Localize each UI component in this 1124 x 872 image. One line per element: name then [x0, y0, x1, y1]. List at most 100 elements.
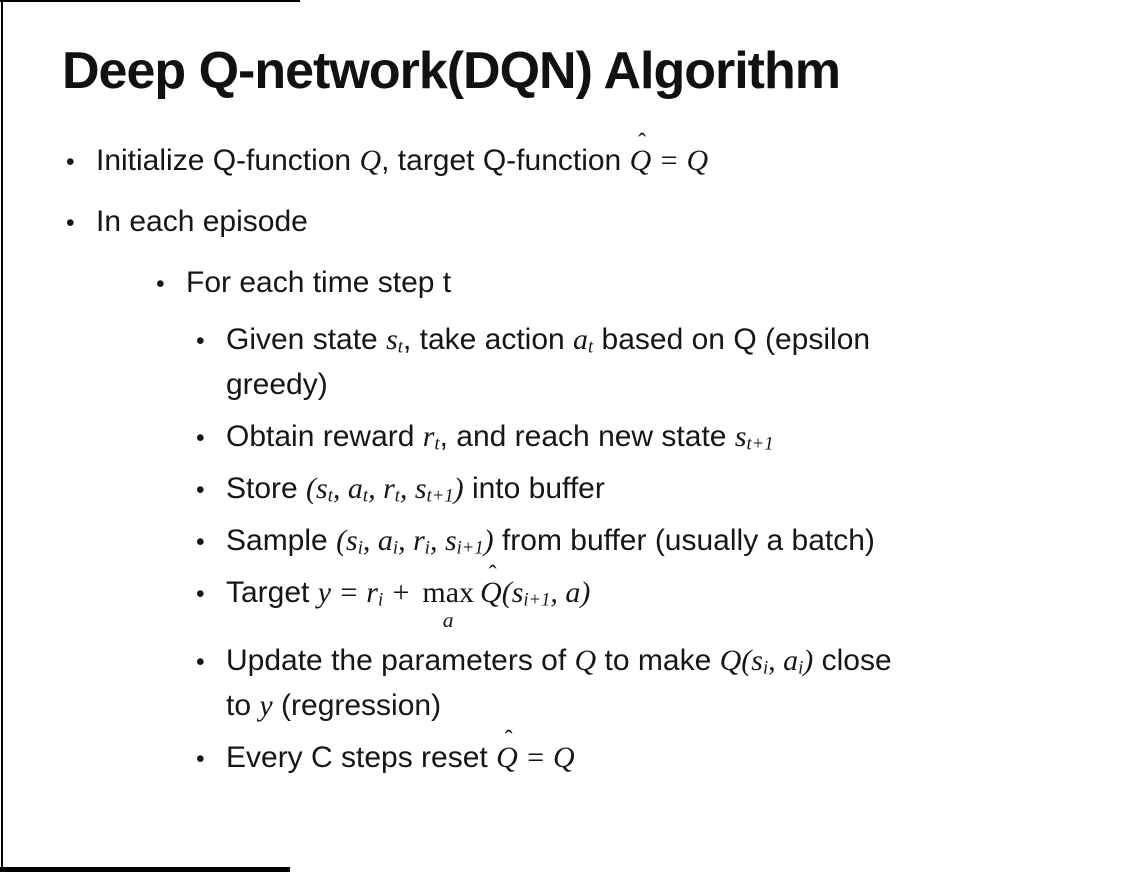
text-run: Store	[226, 472, 307, 506]
math-run: y = r	[317, 576, 378, 610]
text-run: to make	[596, 643, 720, 677]
math-run: , s	[399, 472, 427, 506]
math-run: s	[386, 323, 398, 357]
bullet-item: • Initialize Q-function Q, target Q-funct…	[0, 130, 1124, 183]
max-argument: a	[442, 607, 454, 632]
bullet-marker: •	[196, 529, 205, 557]
math-run: = Q	[651, 144, 709, 178]
bullet-content: Update the parameters of Q to make Q(si,…	[226, 638, 892, 728]
math-run: , s	[429, 524, 457, 558]
math-run: Q	[496, 740, 518, 774]
frame-left-edge	[1, 0, 3, 872]
math-run: (s	[501, 576, 524, 610]
frame-top-edge	[0, 0, 300, 2]
text-run: from buffer (usually a batch)	[493, 524, 875, 558]
text-run: (regression)	[272, 688, 442, 722]
hat-accent: ˆ	[488, 562, 497, 589]
math-subscript: t	[362, 485, 369, 507]
math-run: s	[734, 420, 747, 454]
bullet-marker: •	[196, 648, 205, 676]
bullet-marker: •	[196, 477, 205, 505]
math-run: Q(s	[719, 643, 763, 677]
text-run: into buffer	[463, 472, 605, 506]
math-run: )	[483, 524, 494, 558]
math-subscript: t	[588, 336, 594, 358]
math-subscript: i+1	[523, 589, 551, 611]
bullet-marker: •	[66, 149, 75, 177]
math-subscript: i	[798, 657, 804, 679]
math-run: , r	[368, 472, 395, 506]
math-run: , a)	[550, 576, 591, 610]
bullet-marker: •	[156, 271, 165, 299]
bullet-item: • For each time step t	[0, 260, 1124, 305]
math-subscript: i	[377, 589, 384, 611]
math-subscript: t	[394, 485, 400, 507]
text-run: , target Q-function	[381, 144, 630, 178]
math-run: = Q	[517, 740, 575, 774]
math-subscript: i	[762, 657, 769, 679]
text-run: Update the parameters of	[226, 643, 575, 677]
math-run: )	[453, 472, 464, 506]
text-run: Every C steps reset	[226, 740, 497, 774]
text-run: Given state	[226, 323, 387, 357]
bullet-list: •Initialize Q-function Q, target Q-funct…	[0, 130, 1124, 780]
bullet-item: •Given state st, take action at based on…	[0, 317, 1124, 407]
frame-bottom-edge	[0, 867, 290, 872]
max-label: max	[422, 576, 475, 610]
text-run: Initialize Q-function	[96, 144, 360, 178]
math-subscript: t	[434, 433, 440, 455]
math-run: , a	[768, 643, 799, 677]
math-subscript: i	[357, 537, 363, 559]
math-run: Q	[574, 643, 597, 677]
math-run: )	[803, 643, 814, 677]
bullet-item: • Obtain reward rt, and reach new state s…	[0, 414, 1124, 459]
math-subscript: t+1	[426, 485, 454, 507]
text-run: Sample	[226, 524, 337, 558]
math-subscript: i+1	[456, 537, 484, 559]
hat-accent: ˆ	[638, 130, 647, 157]
math-subscript: t+1	[746, 433, 774, 455]
math-run: a	[573, 323, 589, 357]
math-subscript: t	[397, 336, 403, 358]
text-run: greedy)	[226, 368, 328, 402]
bullet-marker: •	[196, 328, 205, 356]
hat-accent: ˆ	[504, 726, 513, 753]
bullet-content: Given state st, take action at based on …	[226, 317, 870, 407]
math-subscript: i	[424, 537, 430, 559]
bullet-item: • Sample (si, ai, ri, si+1) from buffer (…	[0, 518, 1124, 563]
text-run: In each episode	[96, 205, 308, 239]
bullet-marker: •	[196, 581, 205, 609]
math-run: (s	[336, 524, 358, 558]
bullet-content: Obtain reward rt, and reach new state st…	[226, 414, 774, 459]
bullet-content: Initialize Q-function Q, target Q-functi…	[96, 130, 709, 183]
math-run: Q	[629, 144, 652, 178]
math-run: r	[422, 420, 435, 454]
math-subscript: t	[327, 485, 333, 507]
bullet-marker: •	[196, 425, 205, 453]
text-run: For each time step t	[186, 266, 452, 300]
text-run: close	[813, 643, 892, 677]
text-run: based on Q (epsilon	[593, 323, 871, 357]
bullet-item: • In each episode	[0, 199, 1124, 244]
bullet-content: In each episode	[96, 199, 308, 244]
math-run: Q	[480, 576, 502, 610]
bullet-marker: •	[196, 745, 205, 773]
math-run: +	[383, 576, 419, 610]
bullet-item: • Store (st, at, rt, st+1) into buffer	[0, 466, 1124, 511]
math-run: , a	[332, 472, 363, 506]
text-run: , and reach new state	[439, 420, 735, 454]
text-run: , take action	[402, 323, 574, 357]
bullet-item: •Update the parameters of Q to make Q(si…	[0, 638, 1124, 728]
text-run: Obtain reward	[226, 420, 423, 454]
text-run: Target	[226, 576, 318, 610]
bullet-content: Sample (si, ai, ri, si+1) from buffer (u…	[226, 518, 875, 563]
text-run: to	[226, 688, 260, 722]
bullet-content: Store (st, at, rt, st+1) into buffer	[226, 466, 605, 511]
bullet-marker: •	[66, 210, 75, 238]
